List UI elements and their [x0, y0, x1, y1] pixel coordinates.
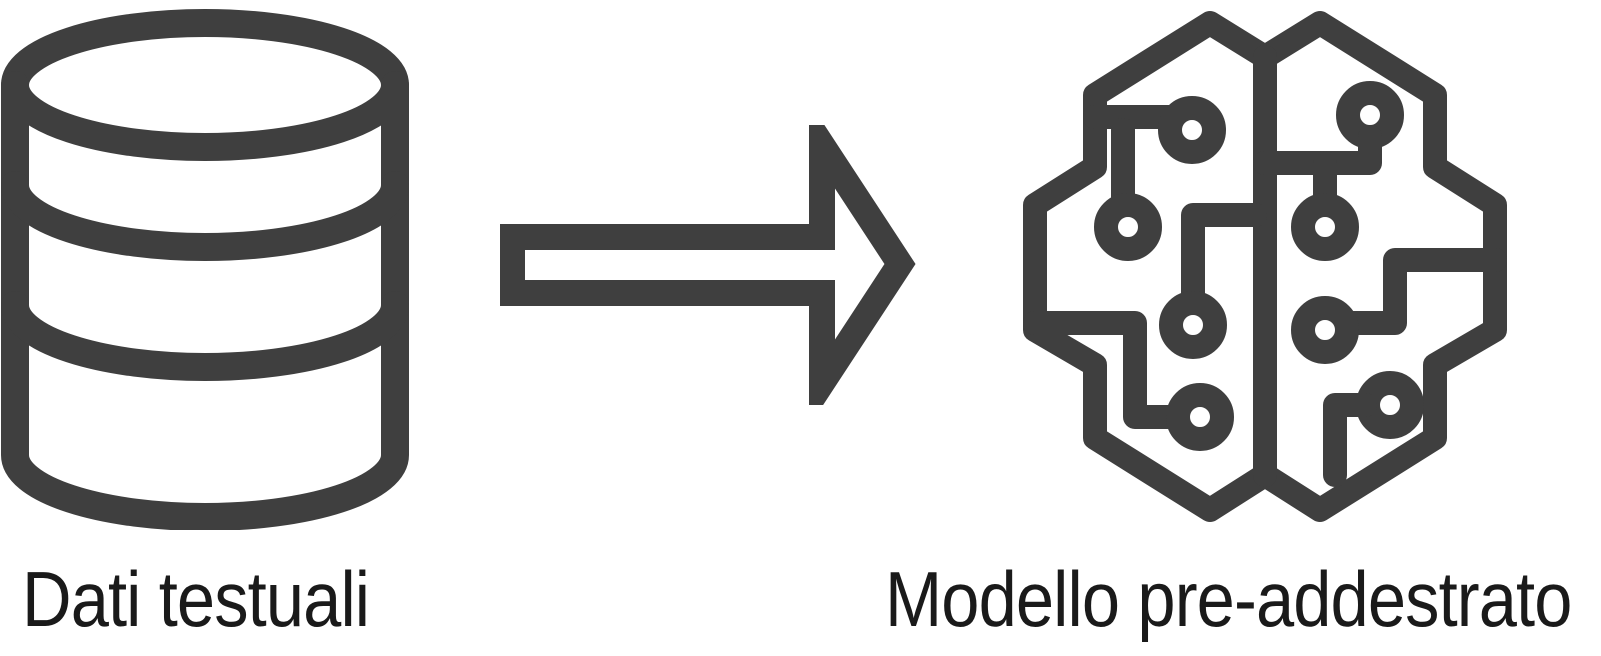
right-arrow-icon — [500, 125, 916, 405]
target-label: Modello pre-addestrato — [885, 555, 1572, 643]
source-label: Dati testuali — [22, 555, 370, 643]
database-icon — [1, 9, 409, 530]
brain-circuit-icon — [1023, 11, 1507, 522]
